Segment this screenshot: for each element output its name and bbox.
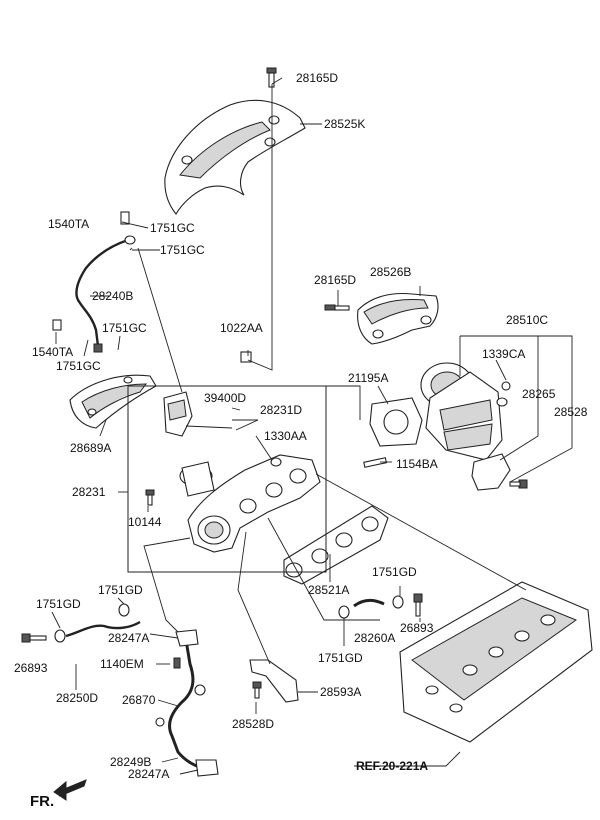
label-28689a: 28689A xyxy=(70,441,111,455)
bolt-28165d-mid xyxy=(324,304,350,311)
label-1751gd-b: 1751GD xyxy=(98,583,143,597)
label-28249b: 28249B xyxy=(110,755,151,769)
heat-protector-upper xyxy=(164,99,306,215)
label-28510c: 28510C xyxy=(506,313,548,327)
oil-feed-tube xyxy=(52,211,136,353)
heat-shield-28689a xyxy=(69,374,157,429)
cylinder-head xyxy=(399,581,593,743)
stud-1154ba xyxy=(363,457,388,468)
label-26893-b: 26893 xyxy=(400,621,434,635)
label-1339ca: 1339CA xyxy=(482,347,525,361)
front-marker: FR. xyxy=(30,793,54,810)
label-28526b: 28526B xyxy=(370,265,411,279)
label-1751gc-c: 1751GC xyxy=(102,321,147,335)
label-28525k: 28525K xyxy=(324,117,365,131)
label-28260a: 28260A xyxy=(354,631,395,645)
gasket-21195a xyxy=(369,397,423,447)
oil-drain-tube xyxy=(65,620,219,777)
front-direction-arrow xyxy=(53,779,87,801)
label-28165d-mid: 28165D xyxy=(314,273,356,287)
bolt-10144 xyxy=(145,489,155,506)
label-1751gc-d: 1751GC xyxy=(56,359,101,373)
nut-1022aa xyxy=(240,351,252,363)
label-1540ta-low: 1540TA xyxy=(32,345,73,359)
label-28240b: 28240B xyxy=(92,289,133,303)
label-1751gd-a: 1751GD xyxy=(36,597,81,611)
bracket-28593a xyxy=(249,659,299,703)
label-1540ta-top: 1540TA xyxy=(48,217,89,231)
label-28247a-b: 28247A xyxy=(128,767,169,781)
label-10144: 10144 xyxy=(128,515,162,529)
label-28528d: 28528D xyxy=(232,717,274,731)
label-28265: 28265 xyxy=(522,387,556,401)
turbocharger-assembly xyxy=(420,362,528,491)
label-1751gd-d: 1751GD xyxy=(318,651,363,665)
exhaust-manifold xyxy=(179,454,321,553)
leader-lines xyxy=(51,77,573,775)
label-28231: 28231 xyxy=(72,485,106,499)
label-28521a: 28521A xyxy=(308,583,349,597)
label-28250d: 28250D xyxy=(56,691,98,705)
tube-28260a xyxy=(353,598,385,608)
heat-protector-turbo xyxy=(357,292,439,345)
label-1140em: 1140EM xyxy=(100,657,144,671)
label-28528: 28528 xyxy=(554,405,588,419)
label-28165d-top: 28165D xyxy=(296,71,338,85)
gasket-28521a xyxy=(283,505,389,585)
reference-label: REF.20-221A xyxy=(356,759,428,773)
label-21195a: 21195A xyxy=(348,371,388,385)
label-39400d: 39400D xyxy=(204,391,246,405)
bolt-28165d-top xyxy=(266,67,277,88)
label-1751gd-c: 1751GD xyxy=(372,565,417,579)
bolt-28528d xyxy=(252,681,262,699)
label-1022aa: 1022AA xyxy=(220,321,263,335)
label-1154ba: 1154BA xyxy=(396,457,438,471)
label-26893-a: 26893 xyxy=(14,661,48,675)
label-28593a: 28593A xyxy=(320,685,361,699)
actuator-39400d xyxy=(163,391,233,437)
bolts-26893 xyxy=(21,593,423,643)
label-26870: 26870 xyxy=(122,693,156,707)
label-1751gc-a: 1751GC xyxy=(150,221,195,235)
label-28231d: 28231D xyxy=(260,403,302,417)
label-1330aa: 1330AA xyxy=(264,429,307,443)
label-1751gc-b: 1751GC xyxy=(160,243,205,257)
label-28247a-a: 28247A xyxy=(108,631,149,645)
